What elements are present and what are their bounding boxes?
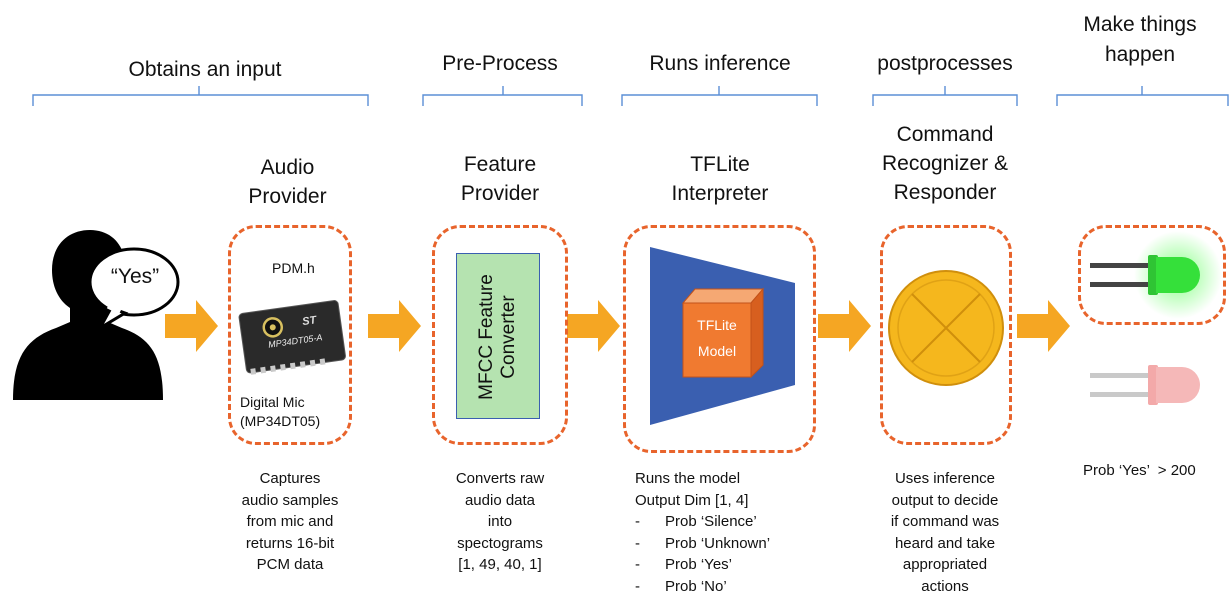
tflite-outputs-list: -Prob ‘Silence’ -Prob ‘Unknown’ -Prob ‘Y…: [635, 511, 770, 597]
bracket-output: [1056, 86, 1229, 106]
bracket-postprocess: [872, 86, 1018, 106]
feature-provider-title: Feature Provider: [460, 153, 540, 205]
bracket-inference: [621, 86, 818, 106]
command-recognizer-box: [880, 225, 1012, 445]
header-file-label: PDM.h: [272, 260, 315, 276]
green-led-icon: [1090, 231, 1222, 319]
neural-network-trapezoid: [650, 247, 795, 425]
threshold-label: Prob ‘Yes’ > 200: [1083, 462, 1196, 479]
tflite-description-head: Runs the model Output Dim [1, 4]: [635, 470, 749, 509]
speech-bubble-text: “Yes”: [110, 265, 160, 288]
svg-text:ST: ST: [301, 314, 318, 328]
stage-label-preprocess: Pre-Process: [442, 52, 558, 75]
tflite-interpreter-title: TFLite Interpreter: [671, 153, 769, 205]
microphone-chip-icon: ST: [238, 300, 346, 375]
output-item: -Prob ‘No’: [635, 577, 727, 595]
output-item: -Prob ‘Silence’: [635, 513, 757, 530]
feature-provider-description: Converts raw audio data into spectograms…: [455, 470, 545, 573]
command-recognizer-title: Command Recognizer & Responder: [881, 123, 1009, 204]
speech-bubble-icon: [88, 247, 180, 317]
model-cube-icon: [681, 287, 765, 379]
output-item: -Prob ‘Unknown’: [635, 534, 771, 552]
stage-label-output: Make things happen: [1083, 13, 1197, 66]
stage-label-inference: Runs inference: [649, 52, 791, 75]
tflite-model-label: TFLite Model: [697, 317, 737, 359]
tflite-interpreter-box: [623, 225, 816, 453]
red-led-icon: [1090, 365, 1200, 405]
feature-provider-box: [432, 225, 568, 445]
stage-label-postprocess: postprocesses: [877, 52, 1013, 75]
output-item: -Prob ‘Yes’: [635, 556, 732, 573]
green-led-box: [1078, 225, 1226, 325]
audio-provider-description: Captures audio samples from mic and retu…: [241, 470, 339, 573]
mfcc-converter-label: MFCC Feature Converter: [476, 274, 519, 400]
command-recognizer-description: Uses inference output to decide if comma…: [890, 470, 1000, 595]
stage-label-input: Obtains an input: [128, 58, 282, 81]
person-speaking-icon: [13, 230, 180, 400]
bracket-preprocess: [422, 86, 583, 106]
mfcc-converter-block: [456, 253, 540, 419]
decision-button-icon: [888, 270, 1004, 386]
audio-provider-box: [228, 225, 352, 445]
audio-provider-title: Audio Provider: [248, 156, 327, 208]
chip-caption: Digital Mic (MP34DT05): [240, 394, 321, 429]
bracket-input: [32, 86, 369, 106]
